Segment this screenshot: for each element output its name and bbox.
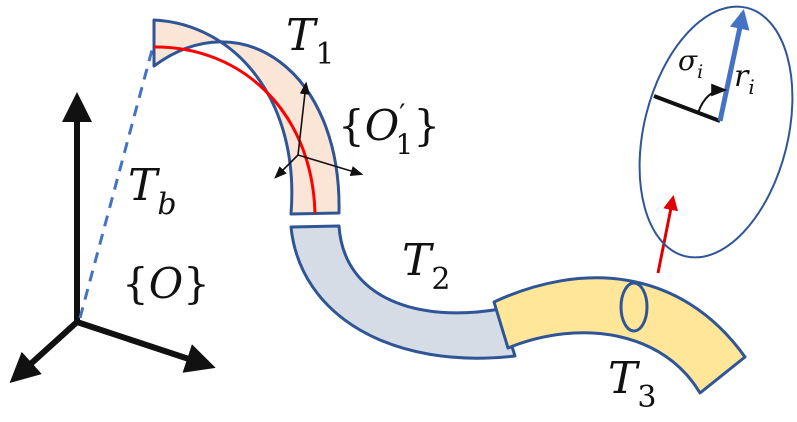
local-frame-o1: [274, 81, 364, 179]
reference-line: [653, 94, 721, 123]
segment-3: [492, 276, 747, 395]
segment-1: [152, 18, 341, 216]
cross-section-ring: [619, 281, 649, 333]
label-t2: T2: [402, 235, 450, 297]
base-transform-dashed-line: [78, 49, 154, 319]
angle-arc: [697, 83, 728, 114]
label-o: {O}: [122, 259, 210, 308]
label-o1-prime: {O′1}: [338, 98, 440, 161]
label-tb: Tb: [128, 160, 177, 222]
base-frame: [9, 92, 216, 384]
label-t3: T3: [608, 353, 656, 415]
label-r-i: ri: [734, 59, 755, 99]
base-y-axis: [76, 319, 216, 373]
cross-section-detail: [638, 5, 794, 259]
base-x-axis: [9, 319, 80, 384]
label-t1: T1: [286, 10, 334, 72]
label-sigma-i: σi: [678, 44, 703, 83]
radial-vector: [717, 9, 750, 122]
segment-2: [289, 224, 517, 360]
normal-vector: [656, 195, 679, 274]
segment-1-backbone: [153, 45, 317, 214]
